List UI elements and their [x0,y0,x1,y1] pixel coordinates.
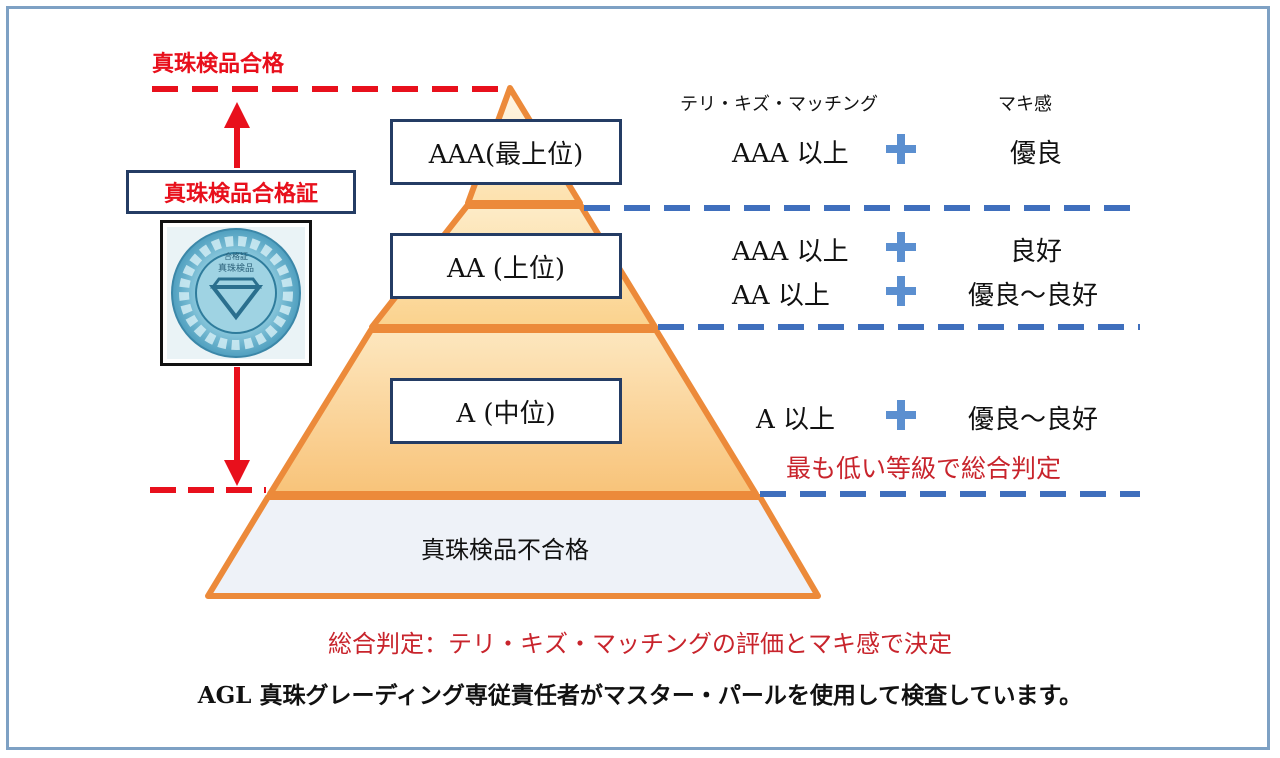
grade-label-aa: AA (上位) [446,253,566,284]
grade-box-aa: AA (上位) [390,233,622,299]
aa-maki-2: 優良～良好 [968,281,1099,311]
inspection-statement: AGL 真珠グレーディング専従責任者がマスター・パールを使用して検査しています。 [197,682,1083,709]
certificate-label: 真珠検品合格証 [163,182,318,207]
aa-maki-1: 良好 [1010,237,1063,267]
arrow-head-down [224,460,250,486]
grade-label-a: A (中位) [456,398,556,429]
grade-label-aaa: AAA(最上位) [428,139,584,170]
plus-icon [886,400,916,430]
fail-label: 真珠検品不合格 [421,536,589,564]
certificate-seal-image: 合格証 真珠検品 [160,220,312,366]
diagram-frame [6,6,1270,750]
a-maki: 優良～良好 [968,405,1099,435]
lowest-grade-note: 最も低い等級で総合判定 [786,454,1062,483]
header-teri: テリ・キズ・マッチング [680,94,878,115]
arrow-head-up [224,102,250,128]
certificate-label-box: 真珠検品合格証 [126,170,356,214]
pass-title: 真珠検品合格 [152,52,285,77]
seal-text-2: 真珠検品 [218,262,254,274]
a-teri: A 以上 [756,405,836,435]
header-maki: マキ感 [998,94,1052,115]
overall-judgment-caption: 総合判定：テリ・キズ・マッチングの評価とマキ感で決定 [328,630,952,658]
aaa-maki: 優良 [1010,139,1063,169]
plus-icon [886,232,916,262]
aa-teri-2: AA 以上 [732,281,830,311]
grade-box-aaa: AAA(最上位) [390,119,622,185]
plus-icon [886,134,916,164]
plus-icon [886,276,916,306]
pyramid-tier-fail [205,494,821,599]
aa-teri-1: AAA 以上 [732,237,849,267]
aaa-teri: AAA 以上 [732,139,849,169]
seal-text-1: 合格証 [224,251,248,261]
grade-box-a: A (中位) [390,378,622,444]
